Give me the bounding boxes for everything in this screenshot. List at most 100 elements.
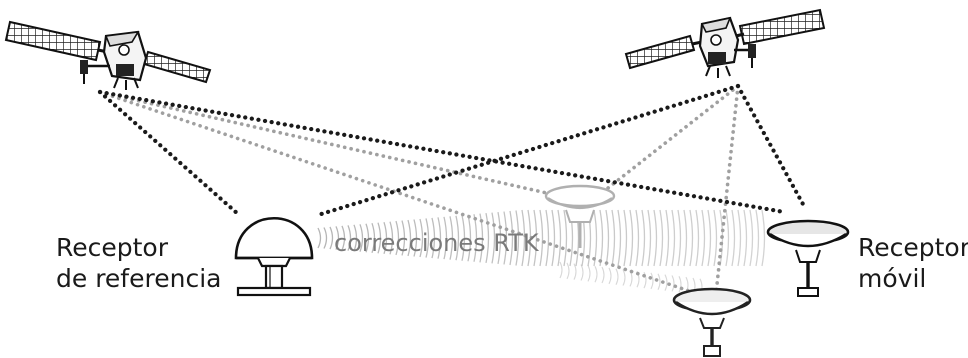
wave-arc — [425, 218, 430, 258]
wave-arc — [683, 209, 688, 267]
wave-arc — [713, 209, 718, 267]
wave-arc — [659, 209, 664, 267]
wave-arc — [755, 209, 760, 267]
wave-arc — [573, 263, 577, 280]
wave-arc — [413, 219, 418, 257]
satellite-icon — [4, 20, 212, 90]
wave-arc — [515, 210, 520, 266]
wave-arc — [551, 209, 556, 267]
wave-arc — [467, 214, 472, 262]
wave-arc — [503, 211, 508, 265]
wave-arc — [623, 209, 628, 267]
wave-arc — [566, 262, 570, 280]
wave-arc — [347, 225, 352, 251]
wave-arc — [580, 264, 584, 281]
wave-arc — [677, 209, 682, 267]
wave-arc — [371, 223, 376, 253]
wave-arc — [317, 227, 322, 249]
wave-arc — [559, 261, 563, 279]
wave-arc — [605, 209, 610, 267]
faded-signal-lines — [98, 84, 740, 300]
wave-arc — [431, 217, 436, 259]
wave-arc — [635, 209, 640, 267]
rover-receiver-line-1: Receptor — [858, 233, 968, 262]
wave-arc — [395, 220, 400, 256]
gnss-antenna-icon — [766, 219, 850, 297]
wave-arc — [615, 268, 619, 285]
wave-arc — [689, 209, 694, 267]
wave-arc — [671, 275, 675, 292]
wave-arc — [743, 209, 748, 267]
wave-arc — [419, 218, 424, 258]
wave-arc — [377, 222, 382, 254]
wave-arc — [389, 221, 394, 255]
wave-arc — [671, 209, 676, 267]
wave-arc — [725, 209, 730, 267]
wave-arc — [643, 271, 647, 289]
wave-arc — [657, 273, 661, 291]
wave-arc — [617, 209, 622, 267]
wave-arc — [383, 221, 388, 255]
wave-arc — [678, 276, 682, 293]
rover-receiver-line-2: móvil — [858, 264, 927, 294]
wave-arc — [485, 213, 490, 263]
wave-arc — [449, 216, 454, 260]
wave-arc — [653, 209, 658, 267]
wave-arc — [601, 266, 605, 284]
wave-arc — [731, 209, 736, 267]
wave-arc — [461, 215, 466, 261]
wave-arc — [707, 209, 712, 267]
wave-arc — [509, 210, 514, 266]
wave-arc — [650, 272, 654, 290]
wave-arc — [539, 209, 544, 267]
wave-arc — [359, 224, 364, 252]
wave-arc — [594, 265, 598, 283]
gnss-antenna-icon — [544, 184, 616, 248]
reference-receiver-line-2: de referencia — [56, 264, 222, 294]
wave-arc — [479, 213, 484, 263]
wave-arc — [664, 274, 668, 291]
wave-arc — [641, 209, 646, 267]
wave-arc — [749, 209, 754, 267]
reference-receiver-label: Receptor de referencia — [56, 232, 221, 295]
wave-arc — [521, 209, 526, 267]
wave-arc — [323, 227, 328, 249]
gnss-antenna-icon — [672, 287, 752, 357]
wave-arc — [622, 269, 626, 286]
wave-arc — [593, 209, 598, 267]
wave-arc — [563, 209, 568, 267]
wave-arc — [665, 209, 670, 267]
wave-arc — [599, 209, 604, 267]
wave-arc — [545, 209, 550, 267]
wave-arc — [335, 226, 340, 250]
wave-arc — [611, 209, 616, 267]
wave-arc — [341, 225, 346, 251]
wave-arc — [437, 217, 442, 259]
wave-arc — [533, 209, 538, 267]
wave-arc — [491, 212, 496, 264]
wave-arc — [647, 209, 652, 267]
wave-arc — [407, 219, 412, 257]
reference-receiver-line-1: Receptor — [56, 233, 168, 262]
satellite-icon — [624, 8, 826, 78]
rover-receiver-label: Receptor móvil — [858, 232, 968, 295]
rtk-corrections-label: correcciones RTK — [334, 229, 539, 257]
wave-arc — [497, 211, 502, 265]
wave-arc — [608, 267, 612, 285]
wave-arc — [455, 215, 460, 261]
wave-arc — [401, 220, 406, 256]
wave-arc — [443, 216, 448, 260]
wave-arc — [629, 209, 634, 267]
signal-lines — [97, 83, 807, 218]
wave-arc — [557, 209, 562, 267]
wave-arc — [695, 209, 700, 267]
wave-arc — [329, 226, 334, 250]
wave-arc — [587, 265, 591, 282]
wave-arc — [701, 209, 706, 267]
dome-antenna-icon — [234, 216, 314, 297]
wave-arc — [737, 209, 742, 267]
wave-arc — [365, 223, 370, 253]
wave-arc — [761, 209, 766, 267]
wave-arc — [353, 224, 358, 252]
